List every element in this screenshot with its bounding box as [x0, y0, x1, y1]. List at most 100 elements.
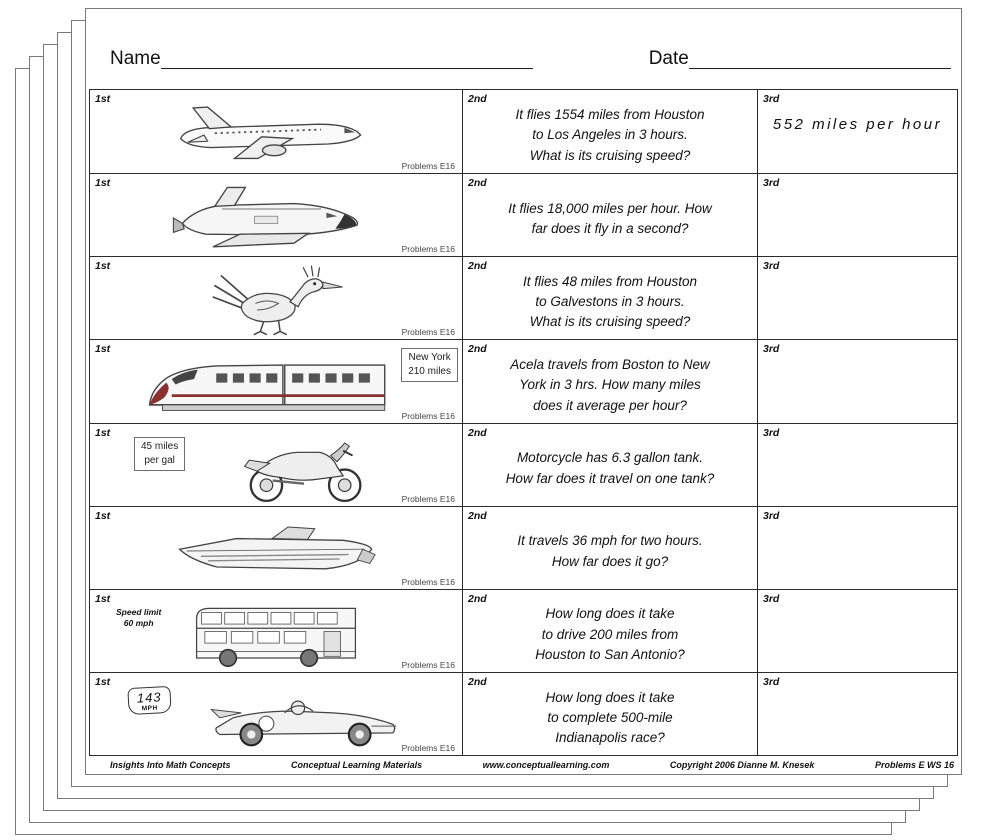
answer-cell: 3rd: [757, 257, 957, 340]
problem-text: It flies 18,000 miles per hour. How far …: [508, 200, 712, 237]
footer-brand: Insights Into Math Concepts: [110, 760, 231, 770]
speed-limit-note: Speed limit 60 mph: [116, 606, 162, 629]
space-shuttle-image: [90, 174, 462, 256]
answer-cell: 3rd: [757, 506, 957, 589]
answer-text: 552 miles per hour: [772, 116, 943, 133]
answer-text: [758, 590, 957, 672]
footer-website: www.conceptuallearning.com: [482, 760, 610, 770]
second-label: 2nd: [468, 177, 487, 190]
second-label: 2nd: [468, 260, 487, 273]
footer-copyright: Copyright 2006 Dianne M. Knesek: [669, 760, 815, 770]
problem-text: It travels 36 mph for two hours. How far…: [517, 533, 703, 569]
table-row: 1st Problems E16: [90, 173, 957, 257]
third-label: 3rd: [763, 177, 780, 190]
first-label: 1st: [95, 93, 111, 105]
airplane-image: [90, 90, 462, 173]
answer-cell: 3rd: [757, 174, 957, 257]
table-row: 1st: [90, 339, 957, 423]
bus-image: [90, 590, 462, 672]
answer-text: [758, 673, 957, 755]
first-label: 1st: [95, 177, 111, 190]
vehicle-cell: 1st: [90, 340, 462, 422]
table-row: 1st Problems E16 2nd It trave: [90, 505, 957, 589]
answer-text: [758, 257, 957, 339]
footer-materials: Conceptual Learning Materials: [291, 760, 423, 770]
speed-badge-value: 143: [136, 689, 162, 706]
problem-cell: 2nd It travels 36 mph for two hours. How…: [462, 506, 757, 589]
problem-cell: 2nd How long does it take to drive 200 m…: [462, 589, 757, 672]
worksheet-header: Name Date: [110, 49, 951, 69]
answer-cell: 3rd: [757, 672, 957, 755]
third-label: 3rd: [763, 260, 780, 273]
problem-text: It flies 48 miles from Houston to Galves…: [522, 273, 698, 330]
first-label: 1st: [95, 675, 111, 688]
table-row: 1st: [90, 588, 957, 672]
date-label: Date: [648, 48, 689, 69]
vehicle-cell: 1st Problems E16: [90, 90, 462, 173]
table-row: 1st: [90, 671, 957, 755]
answer-cell: 3rd: [757, 589, 957, 672]
first-label: 1st: [95, 426, 111, 439]
problem-text: It flies 1554 miles from Houston to Los …: [515, 107, 705, 163]
vehicle-cell: 1st Problems E16: [90, 507, 462, 589]
answer-cell: 3rd 552 miles per hour: [757, 90, 957, 174]
problem-text: Motorcycle has 6.3 gallon tank. How far …: [505, 450, 715, 486]
problem-cell: 2nd It flies 1554 miles from Houston to …: [462, 90, 757, 174]
vehicle-cell: 1st: [90, 673, 462, 755]
answer-text: [758, 340, 957, 422]
second-label: 2nd: [468, 592, 487, 605]
answer-text: [758, 507, 957, 589]
answer-text: [758, 174, 957, 256]
vehicle-cell: 1st Problems E16: [90, 174, 462, 256]
mileage-badge: 45 miles per gal: [134, 436, 186, 471]
vehicle-cell: 1st 45: [90, 424, 462, 506]
table-row: 1st 45: [90, 422, 957, 506]
problems-caption: Problems E16: [401, 659, 455, 670]
problems-caption: Problems E16: [401, 244, 455, 255]
third-label: 3rd: [763, 675, 780, 688]
race-car-image: [90, 673, 462, 755]
problem-text: How long does it take to drive 200 miles…: [535, 606, 685, 662]
third-label: 3rd: [763, 343, 780, 356]
distance-badge: New York 210 miles: [401, 348, 458, 383]
problems-caption: Problems E16: [401, 327, 455, 338]
footer-code: Problems E WS 16: [874, 760, 954, 770]
problem-cell: 2nd Acela travels from Boston to New Yor…: [462, 340, 757, 423]
problems-caption: Problems E16: [401, 576, 455, 587]
first-label: 1st: [95, 260, 111, 273]
problem-cell: 2nd How long does it take to complete 50…: [462, 672, 757, 755]
table-row: 1st Problems E16: [90, 256, 957, 340]
problems-caption: Problems E16: [401, 410, 455, 421]
speedboat-image: [90, 507, 462, 589]
first-label: 1st: [95, 592, 111, 605]
bullet-train-image: [90, 340, 462, 422]
third-label: 3rd: [763, 592, 780, 605]
problems-caption: Problems E16: [401, 161, 455, 172]
vehicle-cell: 1st Problems E16: [90, 257, 462, 339]
first-label: 1st: [95, 343, 111, 356]
table-row: 1st Problems E16: [90, 90, 957, 174]
page-footer: Insights Into Math Concepts Conceptual L…: [110, 760, 954, 770]
motorcycle-image: [90, 424, 462, 506]
vehicle-cell: 1st: [90, 590, 462, 672]
date-blank-line: [688, 66, 951, 69]
third-label: 3rd: [763, 509, 780, 522]
answer-cell: 3rd: [757, 340, 957, 423]
problem-cell: 2nd Motorcycle has 6.3 gallon tank. How …: [462, 423, 757, 506]
speed-badge-unit: MPH: [141, 704, 158, 713]
second-label: 2nd: [468, 675, 487, 688]
problem-cell: 2nd It flies 48 miles from Houston to Ga…: [462, 257, 757, 340]
speed-badge: 143 MPH: [127, 685, 172, 715]
third-label: 3rd: [763, 93, 780, 105]
problems-caption: Problems E16: [401, 743, 455, 753]
problems-table: 1st Problems E16: [89, 89, 958, 756]
name-label: Name: [110, 48, 161, 69]
third-label: 3rd: [763, 426, 780, 439]
problem-text: Acela travels from Boston to New York in…: [510, 357, 710, 413]
second-label: 2nd: [468, 509, 487, 522]
problem-text: How long does it take to complete 500-mi…: [545, 689, 675, 746]
roadrunner-image: [90, 257, 462, 339]
second-label: 2nd: [468, 343, 487, 356]
second-label: 2nd: [468, 426, 487, 439]
